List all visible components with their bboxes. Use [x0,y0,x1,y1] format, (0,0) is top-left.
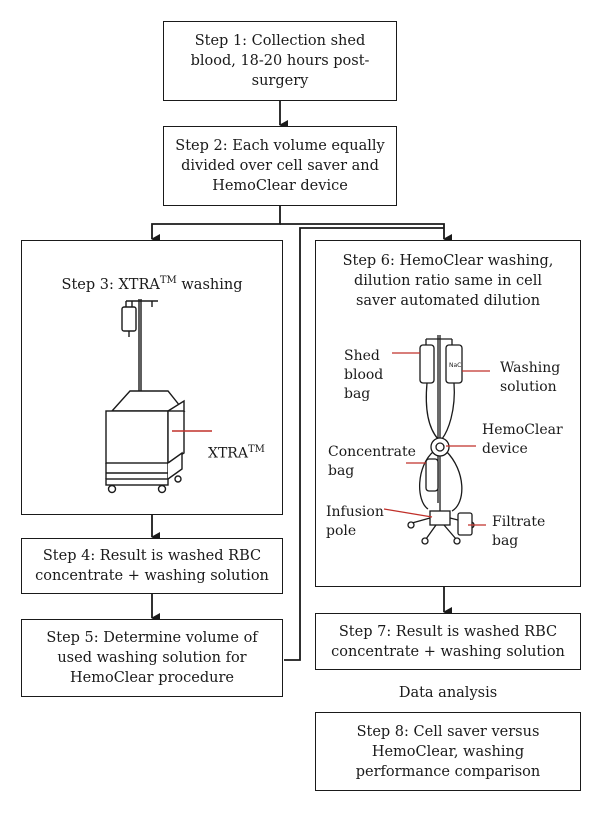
label-washing-solution: Washing solution [500,360,561,395]
step7-text: Step 7: Result is washed RBC concentrate… [331,623,565,660]
xtra-device-label: XTRATM [208,444,265,462]
step1-box: Step 1: Collection shed blood, 18-20 hou… [163,21,397,101]
arrow-step2-step3 [151,206,281,244]
infusion-pole-callout-line [383,508,433,518]
xtra-device-illustration [105,299,212,494]
step7-box: Step 7: Result is washed RBC concentrate… [315,613,581,670]
arrow-step2-step6 [280,223,452,244]
label-shed-blood-bag: Shed blood bag [344,348,384,402]
step2-text: Step 2: Each volume equally divided over… [175,138,385,194]
step3-title: Step 3: XTRATM washing [61,275,243,293]
label-concentrate-bag: Concentrate bag [328,444,416,479]
step4-box: Step 4: Result is washed RBC concentrate… [21,538,283,594]
label-hemoclear-device: HemoClear device [482,422,563,457]
step6-panel: Step 6: HemoClear washing, dilution rati… [315,240,581,587]
step8-box: Step 8: Cell saver versus HemoClear, was… [315,712,581,791]
step4-text: Step 4: Result is washed RBC concentrate… [35,548,269,584]
step5-box: Step 5: Determine volume of used washing… [21,619,283,697]
step2-box: Step 2: Each volume equally divided over… [163,126,397,206]
step8-text: Step 8: Cell saver versus HemoClear, was… [355,723,541,780]
step6-title: Step 6: HemoClear washing, dilution rati… [342,253,554,309]
data-analysis-label: Data analysis [398,685,498,701]
hemoclear-device-illustration: NaCl [383,335,490,545]
label-infusion-pole: Infusion pole [326,504,384,539]
nacl-mark: NaCl [449,362,463,369]
step3-panel: Step 3: XTRATM washing [21,240,283,515]
step5-text: Step 5: Determine volume of used washing… [46,630,258,686]
step1-text: Step 1: Collection shed blood, 18-20 hou… [190,33,370,89]
line-step5-to-step6 [284,227,444,661]
label-filtrate-bag: Filtrate bag [492,514,546,549]
